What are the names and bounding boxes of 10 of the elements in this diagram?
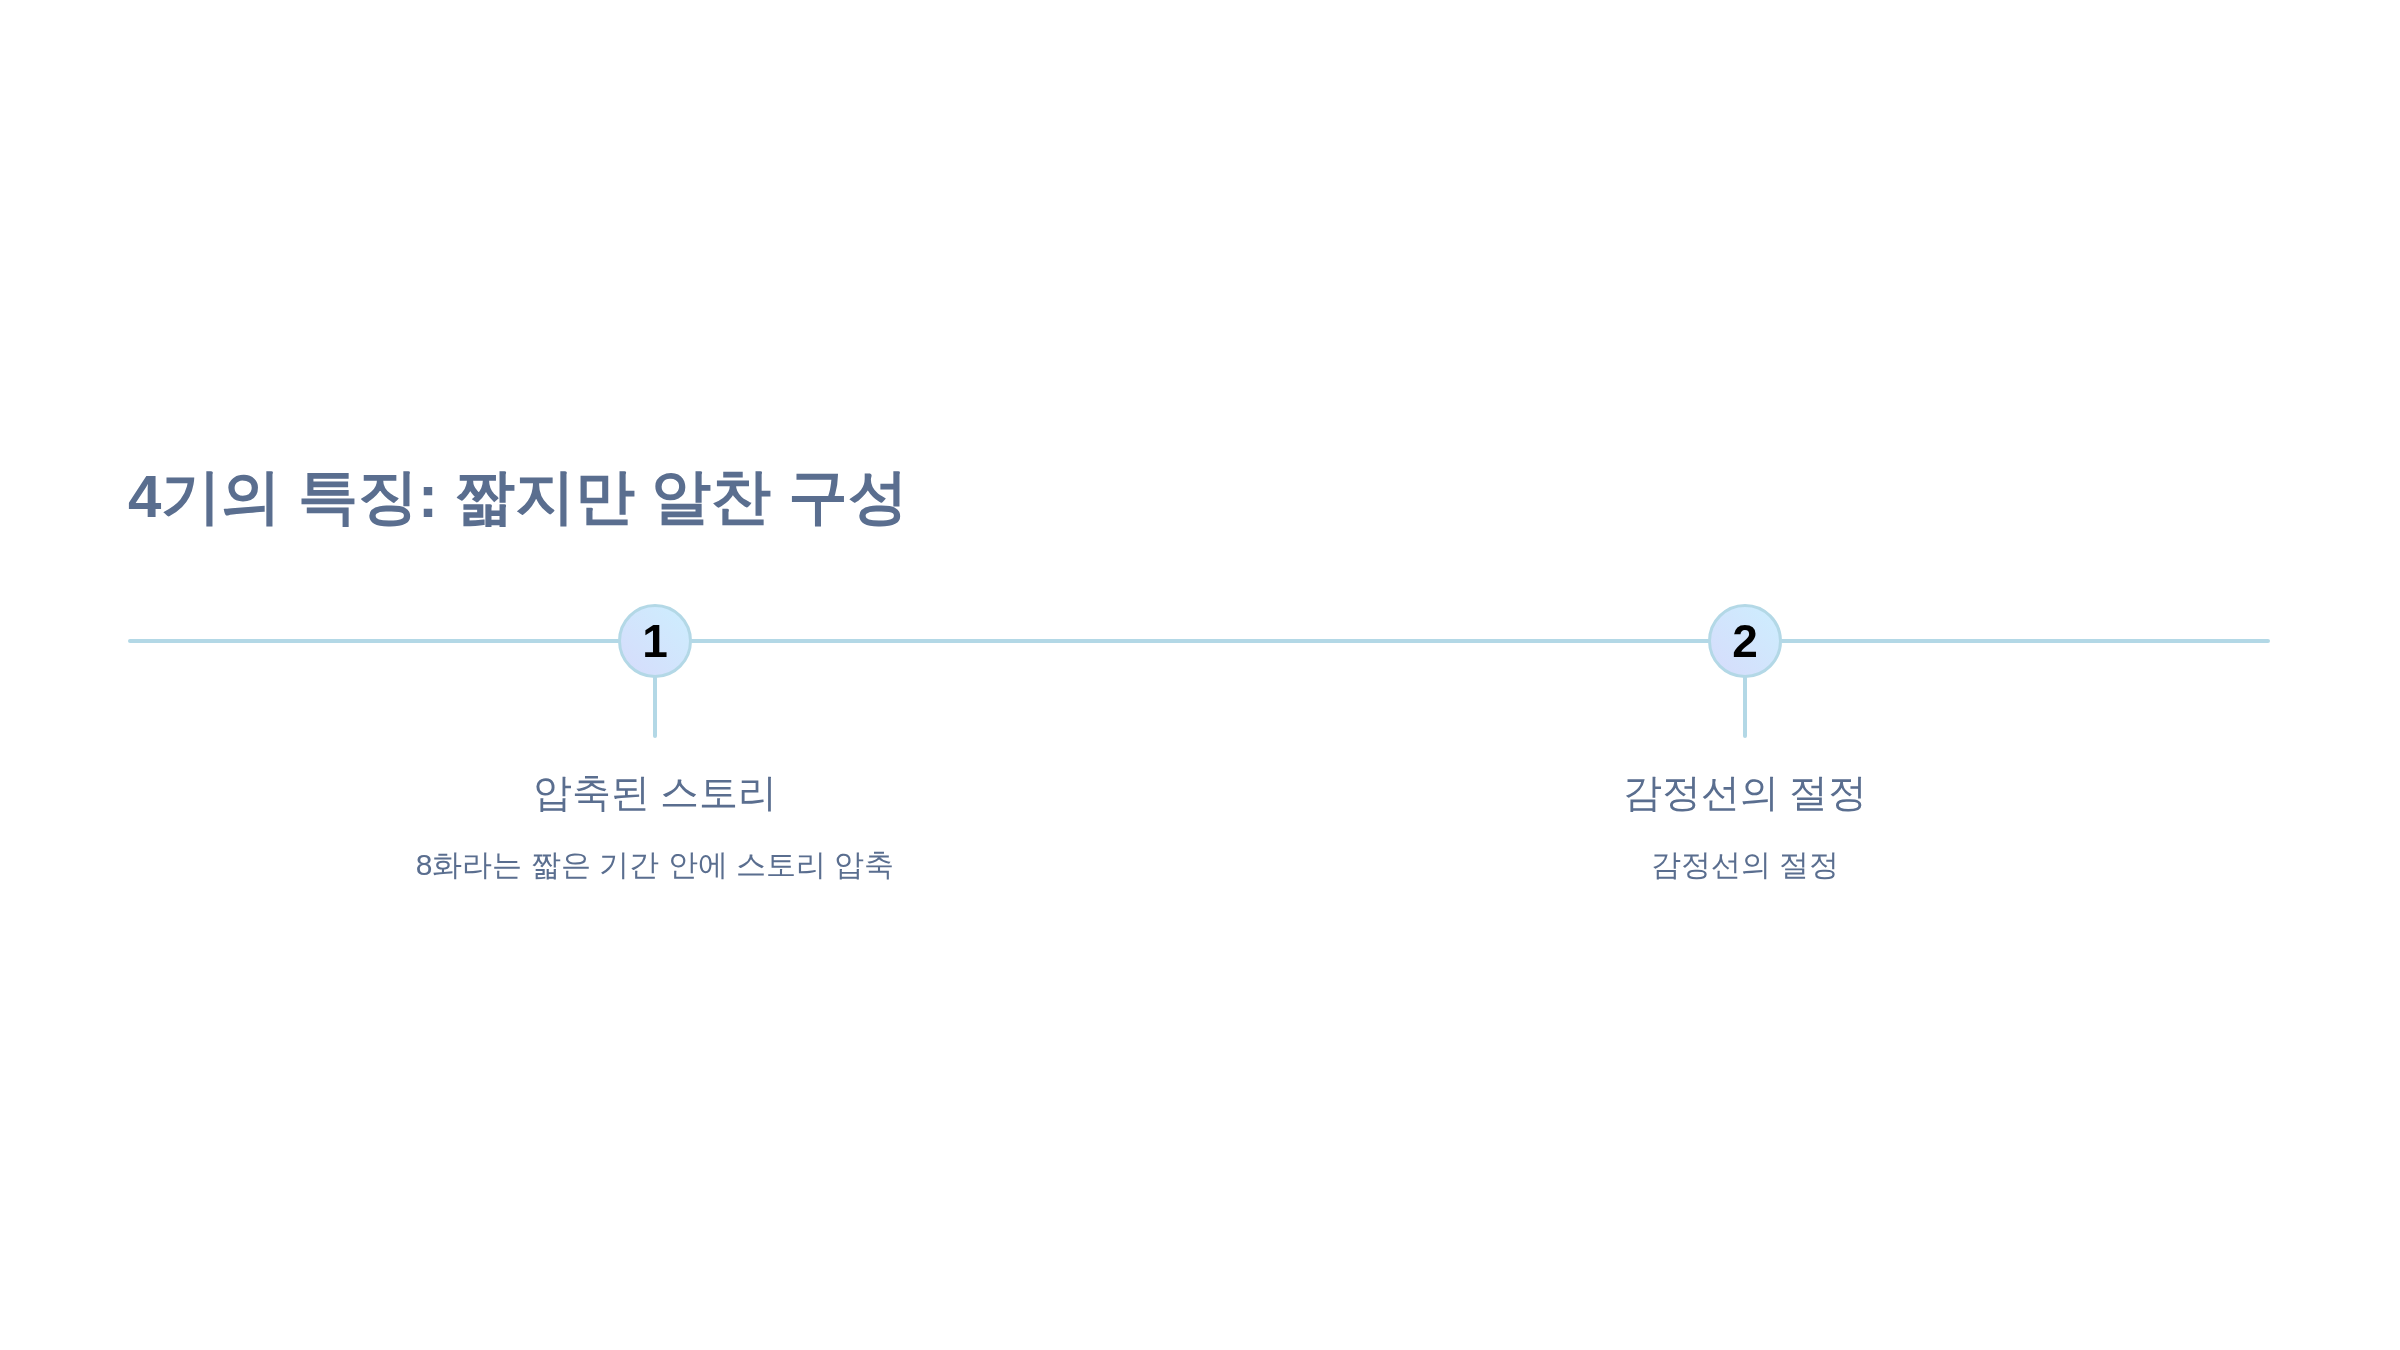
step-heading: 감정선의 절정 (1622, 770, 1868, 816)
step-description: 8화라는 짧은 기간 안에 스토리 압축 (415, 847, 895, 883)
timeline-line (1780, 639, 2270, 643)
timeline-line (128, 639, 620, 643)
timeline-line (690, 639, 1710, 643)
step-heading: 압축된 스토리 (532, 770, 778, 816)
connector-line (1743, 676, 1747, 738)
connector-line (653, 676, 657, 738)
title: 4기의 특징: 짧지만 알찬 구성 (128, 462, 909, 532)
step-description: 감정선의 절정 (1650, 847, 1840, 883)
